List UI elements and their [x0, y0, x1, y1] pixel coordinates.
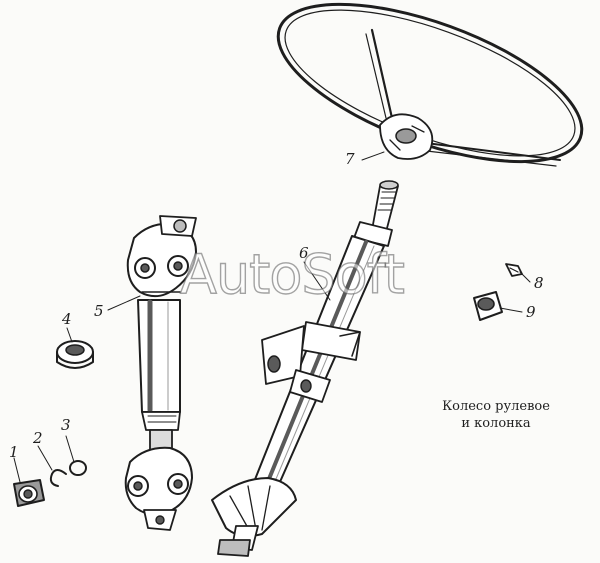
part-9-sleeve [473, 291, 503, 321]
leader-lines [13, 151, 531, 483]
intermediate-shaft [124, 215, 197, 531]
callout-9: 9 [526, 303, 536, 321]
callout-2: 2 [33, 429, 43, 447]
part-2-ring [49, 469, 67, 487]
part-8-clip [505, 263, 523, 277]
caption-line-2: и колонка [461, 416, 531, 431]
callout-8: 8 [534, 274, 544, 292]
part-1-bushing [13, 479, 45, 507]
part-4-nut [56, 340, 94, 369]
callout-4: 4 [62, 310, 72, 328]
callout-7: 7 [345, 150, 355, 168]
callout-6: 6 [299, 244, 309, 262]
callout-3: 3 [61, 416, 71, 434]
figure-caption: Колесо рулевое и колонка [426, 398, 566, 432]
steering-column [211, 180, 399, 557]
callout-5: 5 [94, 302, 104, 320]
steering-wheel [276, 2, 584, 167]
callout-1: 1 [9, 443, 19, 461]
caption-line-1: Колесо рулевое [442, 399, 550, 414]
part-3-washer [69, 460, 87, 476]
